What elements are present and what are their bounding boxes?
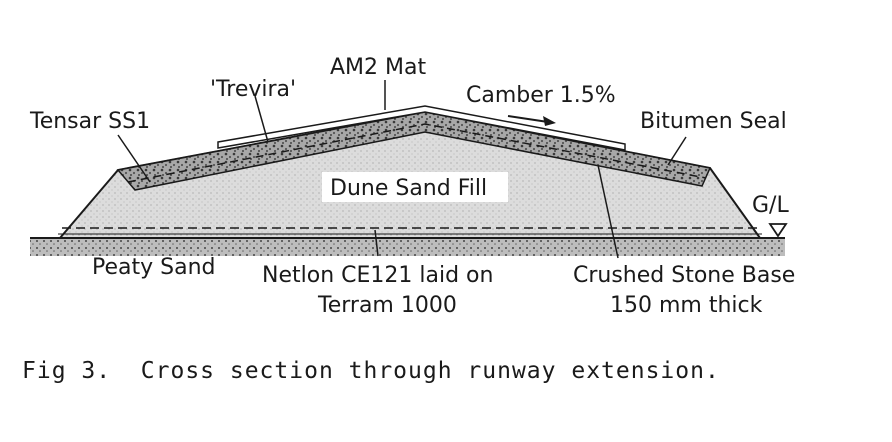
camber-arrow-shaft bbox=[507, 115, 549, 123]
camber-label: Camber 1.5% bbox=[466, 83, 616, 108]
dune-sand-fill-label: Dune Sand Fill bbox=[330, 176, 487, 201]
figure-caption: Fig 3. Cross section through runway exte… bbox=[22, 358, 720, 384]
dune-sand-label-box bbox=[322, 172, 508, 202]
trevira-label: 'Trevira' bbox=[210, 77, 296, 102]
bitumen-leader bbox=[667, 136, 687, 166]
bitumen-seal-label: Bitumen Seal bbox=[640, 109, 787, 134]
peaty-sand-label: Peaty Sand bbox=[92, 255, 216, 280]
tensar-geogrid-line bbox=[127, 123, 707, 183]
netlon-leader bbox=[374, 229, 379, 257]
ground-level-triangle bbox=[768, 223, 788, 238]
ground-strip bbox=[30, 238, 785, 256]
tensar-leader bbox=[117, 134, 151, 183]
am2-mat-label: AM2 Mat bbox=[330, 55, 426, 80]
tensar-label: Tensar SS1 bbox=[29, 109, 150, 134]
trevira-leader bbox=[254, 95, 269, 143]
netlon-label-line2: Terram 1000 bbox=[317, 293, 457, 318]
am2-mat-surface bbox=[217, 105, 626, 151]
netlon-label-line1: Netlon CE121 laid on bbox=[262, 263, 493, 288]
crushed-stone-label-line2: 150 mm thick bbox=[610, 293, 763, 318]
camber-arrow-head bbox=[543, 116, 556, 126]
crushed-stone-label-line1: Crushed Stone Base bbox=[573, 263, 795, 288]
crushed-stone-leader bbox=[597, 164, 619, 259]
ground-level-label: G/L bbox=[752, 193, 789, 218]
